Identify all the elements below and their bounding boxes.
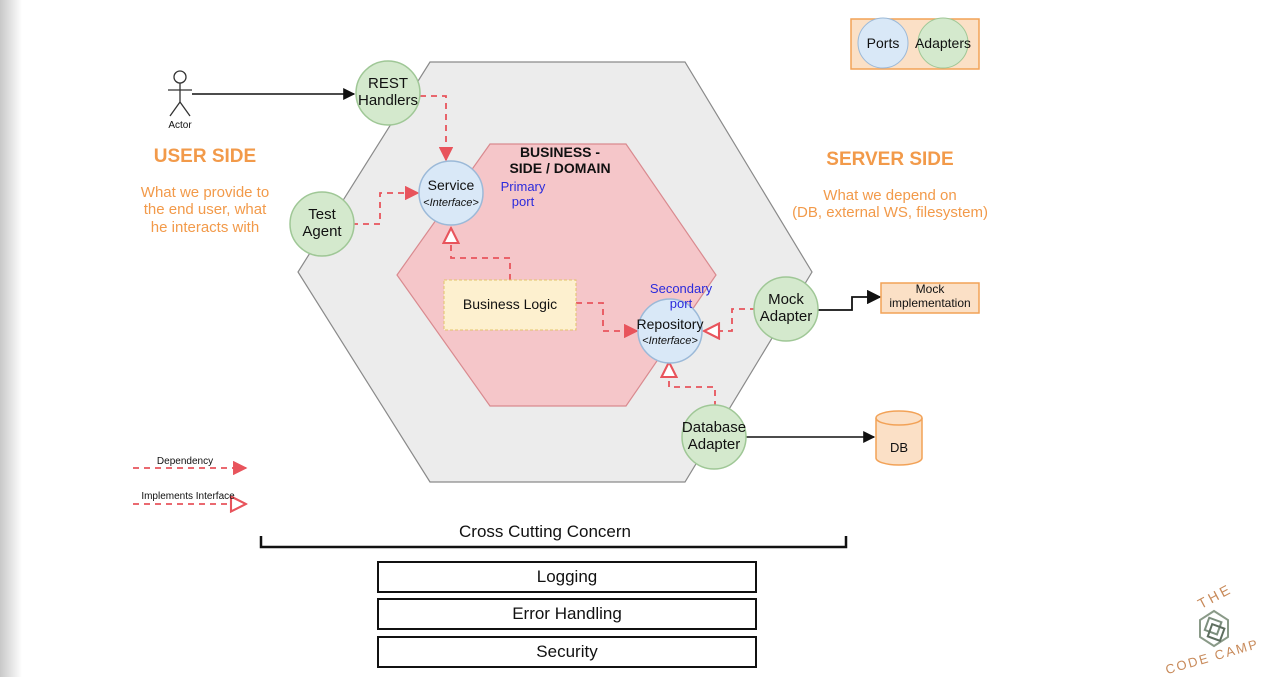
database-adapter-label: Database Adapter bbox=[681, 419, 747, 454]
actor-icon bbox=[168, 70, 192, 117]
service-interface-label: <Interface> bbox=[423, 197, 479, 209]
business-logic-label: Business Logic bbox=[462, 296, 558, 312]
user-side-title: USER SIDE bbox=[153, 146, 257, 167]
key-dependency-label: Dependency bbox=[156, 456, 214, 467]
server-side-title: SERVER SIDE bbox=[826, 149, 954, 170]
rest-handlers-node bbox=[355, 60, 421, 126]
legend-adapters-circle bbox=[917, 17, 969, 69]
mock-adapter-to-impl-arrow bbox=[816, 289, 882, 311]
mock-implementation-box bbox=[880, 282, 980, 314]
rest-to-service-dependency bbox=[420, 95, 454, 162]
business-logic-box bbox=[443, 279, 577, 331]
legend-ports-circle bbox=[857, 17, 909, 69]
logging-box: Logging bbox=[377, 561, 757, 593]
mock-adapter-label: Mock Adapter bbox=[759, 291, 813, 326]
mock-adapter-node bbox=[753, 276, 819, 342]
db-cylinder bbox=[875, 410, 923, 466]
code-camp-logo-icon bbox=[1199, 609, 1229, 648]
domain-title: BUSINESS - SIDE / DOMAIN bbox=[509, 144, 611, 177]
service-port-node bbox=[418, 160, 484, 226]
rest-handlers-label: REST Handlers bbox=[357, 75, 419, 110]
database-adapter-node bbox=[681, 404, 747, 470]
cross-cutting-bracket bbox=[259, 536, 848, 549]
user-side-description: What we provide to the end user, what he… bbox=[140, 184, 270, 236]
repository-port-node bbox=[637, 298, 703, 364]
legend-ports-label: Ports bbox=[866, 35, 900, 51]
test-agent-node bbox=[289, 191, 355, 257]
db-label: DB bbox=[889, 440, 909, 455]
primary-port-label: Primary port bbox=[500, 179, 546, 209]
service-label: Service bbox=[427, 177, 475, 193]
secondary-port-label: Secondary port bbox=[649, 281, 713, 311]
server-side-description: What we depend on (DB, external WS, file… bbox=[792, 187, 988, 222]
mock-implementation-label: Mock implementation bbox=[889, 282, 971, 310]
business-logic-implements-service bbox=[451, 228, 511, 280]
cross-cutting-title: Cross Cutting Concern bbox=[459, 522, 631, 541]
test-agent-label: Test Agent bbox=[302, 206, 342, 241]
business-logic-to-repository-dependency bbox=[576, 302, 639, 339]
left-edge-shadow bbox=[0, 0, 22, 677]
actor-label: Actor bbox=[168, 120, 192, 131]
key-implements-label: Implements Interface bbox=[141, 491, 235, 502]
db-adapter-implements-repository bbox=[669, 362, 716, 407]
legend-adapters-label: Adapters bbox=[914, 35, 972, 51]
security-box: Security bbox=[377, 636, 757, 668]
repository-interface-label: <Interface> bbox=[642, 335, 698, 347]
mock-adapter-implements-repository bbox=[704, 308, 756, 331]
error-handling-box: Error Handling bbox=[377, 598, 757, 630]
test-agent-to-service-dependency bbox=[352, 185, 420, 225]
repository-label: Repository bbox=[636, 316, 704, 332]
